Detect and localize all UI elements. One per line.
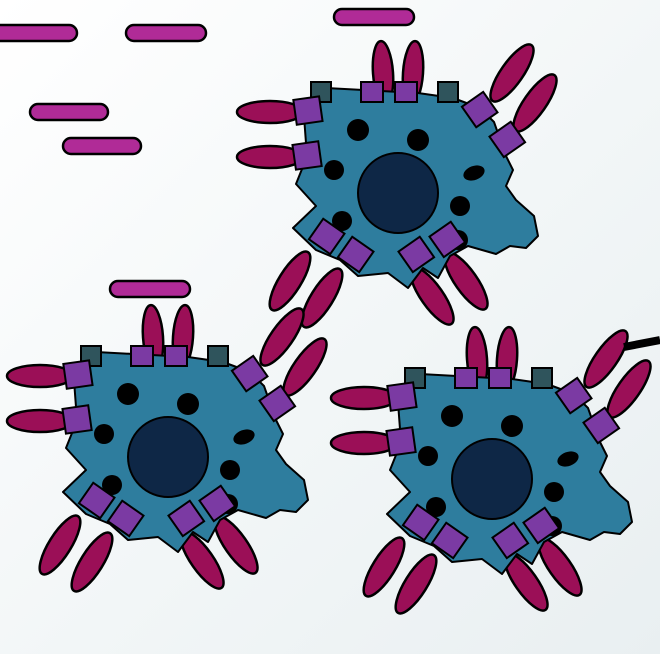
arrow-partial xyxy=(624,340,660,347)
free-fragment xyxy=(30,104,108,120)
crosslink-fragment xyxy=(110,281,190,297)
free-fragment xyxy=(0,25,77,41)
mast-cell-right xyxy=(331,325,658,619)
free-fragments xyxy=(0,25,206,154)
free-fragment xyxy=(126,25,206,41)
mast-cell-top xyxy=(237,9,564,333)
mast-cell-icon xyxy=(331,325,658,619)
crosslink-fragment xyxy=(334,9,414,25)
mast-cell-icon xyxy=(7,303,334,597)
mast-cell-icon xyxy=(237,39,564,333)
mast-cell-left xyxy=(7,281,334,597)
free-fragment xyxy=(63,138,141,154)
